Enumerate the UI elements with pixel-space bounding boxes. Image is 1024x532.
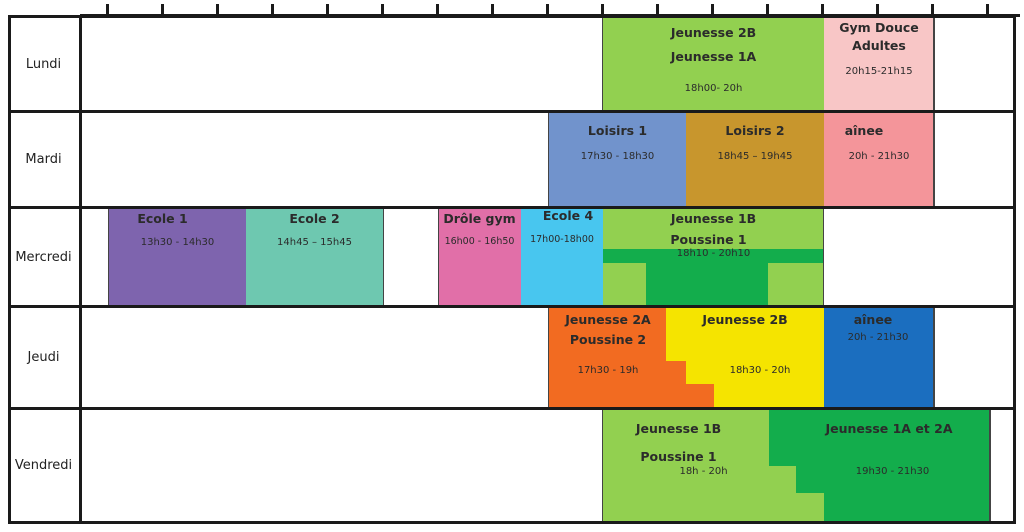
divider — [989, 410, 991, 521]
ruler-tick — [766, 4, 769, 16]
event-subtitle: Jeunesse 1A — [670, 49, 757, 64]
event-mercredi-jeunesse[interactable]: Jeunesse 1B Poussine 1 18h10 - 20h10 — [603, 209, 824, 305]
event-subtitle: Poussine 1 — [670, 232, 747, 247]
divider — [108, 209, 109, 305]
event-time: 20h - 21h30 — [848, 151, 910, 162]
event-title: Ecole 4 — [542, 208, 594, 223]
event-title: Jeunesse 2B — [670, 25, 757, 40]
divider — [548, 308, 549, 407]
event-time: 16h00 - 16h50 — [444, 236, 515, 247]
ruler-tick — [546, 4, 549, 16]
ruler-tick — [931, 4, 934, 16]
event-title: Jeunesse 2B — [702, 312, 788, 327]
event-subtitle: Adultes — [852, 38, 906, 53]
event-overlap-shape — [666, 361, 686, 407]
event-time: 13h30 - 14h30 — [140, 237, 215, 248]
divider — [383, 209, 384, 305]
event-overlap-shape — [686, 384, 714, 407]
event-subtitle: Poussine 1 — [640, 449, 717, 464]
event-shape — [796, 466, 989, 493]
event-time: 17h30 - 19h — [577, 365, 639, 376]
event-title: Loisirs 1 — [587, 123, 648, 138]
day-label-mercredi: Mercredi — [8, 209, 82, 305]
day-label-mardi: Mardi — [8, 113, 82, 206]
event-title: Ecole 1 — [137, 211, 188, 226]
divider — [602, 410, 603, 521]
ruler-tick — [216, 4, 219, 16]
ruler-tick — [821, 4, 824, 16]
ruler-tick — [381, 4, 384, 16]
event-mercredi-drole-gym[interactable]: Drôle gym 16h00 - 16h50 — [438, 209, 521, 305]
event-title: Ecole 2 — [289, 211, 340, 226]
event-time: 18h30 - 20h — [729, 365, 791, 376]
event-mardi-loisirs-2[interactable]: Loisirs 2 18h45 – 19h45 — [686, 113, 824, 206]
event-jeudi-jeunesse-2b[interactable]: Jeunesse 2B 18h30 - 20h — [666, 308, 824, 407]
divider — [933, 113, 935, 206]
divider — [548, 113, 549, 206]
divider — [438, 209, 439, 305]
event-title: Loisirs 2 — [725, 123, 785, 138]
event-lundi-jeunesse[interactable]: Jeunesse 2B Jeunesse 1A 18h00- 20h — [603, 18, 824, 110]
ruler-tick — [711, 4, 714, 16]
event-title: Jeunesse 1A et 2A — [825, 421, 953, 436]
ruler-tick — [601, 4, 604, 16]
day-label-vendredi: Vendredi — [8, 410, 82, 521]
event-jeudi-ainee[interactable]: aînee 20h - 21h30 — [824, 308, 934, 407]
day-label-jeudi: Jeudi — [8, 308, 82, 407]
ruler-tick — [986, 4, 989, 16]
divider — [602, 18, 603, 110]
divider — [933, 308, 935, 407]
event-time: 18h10 - 20h10 — [676, 248, 751, 259]
event-accent-band — [603, 249, 824, 263]
event-title: Gym Douce — [839, 20, 919, 35]
ruler-tick — [106, 4, 109, 16]
event-lundi-gym-douce[interactable]: Gym Douce Adultes 20h15-21h15 — [824, 18, 934, 110]
ruler-tick — [656, 4, 659, 16]
ruler-tick — [326, 4, 329, 16]
event-time: 20h - 21h30 — [847, 332, 909, 343]
event-time: 18h - 20h — [679, 466, 728, 477]
event-time: 17h30 - 18h30 — [580, 151, 655, 162]
ruler-tick — [491, 4, 494, 16]
event-title: Drôle gym — [443, 211, 516, 226]
event-time: 18h00- 20h — [684, 83, 743, 94]
divider — [823, 209, 824, 305]
event-accent-block — [646, 263, 768, 305]
event-vendredi-jeunesse-1a-2a[interactable]: Jeunesse 1A et 2A — [769, 410, 989, 466]
ruler-tick — [161, 4, 164, 16]
event-mercredi-ecole-2[interactable]: Ecole 2 14h45 – 15h45 — [246, 209, 383, 305]
event-time: 14h45 – 15h45 — [277, 237, 352, 248]
event-title: aînee — [844, 123, 884, 138]
event-time: 19h30 - 21h30 — [855, 466, 930, 477]
event-time: 18h45 – 19h45 — [717, 151, 793, 162]
event-time: 17h00-18h00 — [530, 234, 594, 245]
ruler-tick — [271, 4, 274, 16]
event-title: Jeunesse 1B — [635, 421, 722, 436]
event-subtitle: Poussine 2 — [569, 332, 647, 347]
event-title: Jeunesse 2A — [565, 312, 651, 327]
event-mardi-loisirs-1[interactable]: Loisirs 1 17h30 - 18h30 — [549, 113, 686, 206]
divider — [933, 18, 935, 110]
day-label-lundi: Lundi — [8, 18, 82, 110]
event-title: aînee — [853, 312, 893, 327]
event-time: 20h15-21h15 — [845, 66, 913, 77]
ruler-tick — [436, 4, 439, 16]
event-mardi-ainee[interactable]: aînee 20h - 21h30 — [824, 113, 934, 206]
event-title: Jeunesse 1B — [670, 211, 757, 226]
ruler-tick — [876, 4, 879, 16]
event-shape — [824, 493, 989, 521]
event-mercredi-ecole-1[interactable]: Ecole 1 13h30 - 14h30 — [109, 209, 246, 305]
event-mercredi-ecole-4[interactable]: Ecole 4 17h00-18h00 — [521, 208, 603, 305]
